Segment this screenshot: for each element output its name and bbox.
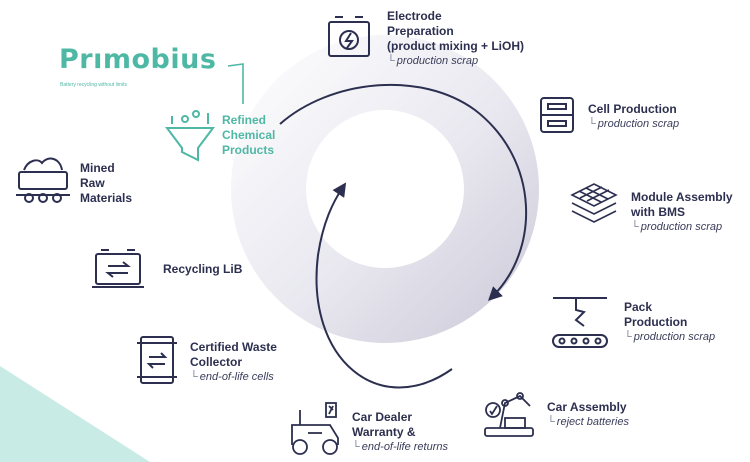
pack-sub: └production scrap <box>624 331 716 343</box>
node-pack-production: Pack Production └production scrap <box>624 300 715 344</box>
teal-corner-shape <box>0 366 150 462</box>
battery-charge-icon <box>328 16 370 57</box>
robot-arm-icon <box>484 392 534 437</box>
module-title: Module Assembly with BMS <box>631 190 733 219</box>
stacked-layers-icon <box>570 183 618 223</box>
pack-title: Pack Production <box>624 300 688 329</box>
waste-sub: └end-of-life cells <box>190 371 274 383</box>
node-car-dealer: Car Dealer Warranty & └end-of-life retur… <box>352 410 448 454</box>
mined-title: Mined Raw Materials <box>80 161 133 205</box>
electrode-sub: └production scrap <box>387 55 479 67</box>
node-certified-waste-collector: Certified Waste Collector └end-of-life c… <box>190 340 277 384</box>
logo-i-glyph: ı <box>93 44 103 75</box>
module-sub: └production scrap <box>631 221 723 233</box>
logo-connector-line <box>227 63 244 104</box>
lifecycle-ring <box>231 35 540 343</box>
barrel-icon <box>137 336 177 384</box>
electrode-title: Electrode Preparation (product mixing + … <box>387 9 524 53</box>
recycling-title: Recycling LiB <box>163 262 243 276</box>
car-icon <box>291 402 339 455</box>
inner-flow-arrow <box>315 182 453 389</box>
refined-title: Refined Chemical Products <box>222 113 276 157</box>
cell-icon <box>540 97 574 133</box>
funnel-icon <box>165 110 215 162</box>
node-mined-raw-materials: Mined Raw Materials <box>80 161 132 206</box>
car-dealer-title: Car Dealer Warranty & <box>352 410 416 439</box>
primobius-logo: Prımobius <box>59 44 217 75</box>
car-assembly-title: Car Assembly <box>547 400 627 414</box>
node-refined-chemical-products: Refined Chemical Products <box>222 113 275 158</box>
cell-sub: └production scrap <box>588 118 680 130</box>
node-recycling-lib: Recycling LiB <box>163 262 242 277</box>
recycle-battery-icon <box>92 249 144 288</box>
node-cell-production: Cell Production └production scrap <box>588 102 679 131</box>
node-electrode-preparation: Electrode Preparation (product mixing + … <box>387 9 524 68</box>
cell-title: Cell Production <box>588 102 677 116</box>
car-dealer-sub: └end-of-life returns <box>352 441 449 453</box>
car-assembly-sub: └reject batteries <box>547 416 629 428</box>
waste-title: Certified Waste Collector <box>190 340 277 369</box>
node-module-assembly: Module Assembly with BMS └production scr… <box>631 190 750 234</box>
logo-tagline: Battery recycling without limits <box>60 82 127 88</box>
node-car-assembly: Car Assembly └reject batteries <box>547 400 629 429</box>
conveyor-icon <box>552 297 608 348</box>
mine-cart-icon <box>16 157 70 203</box>
outer-flow-arrow <box>279 83 528 301</box>
